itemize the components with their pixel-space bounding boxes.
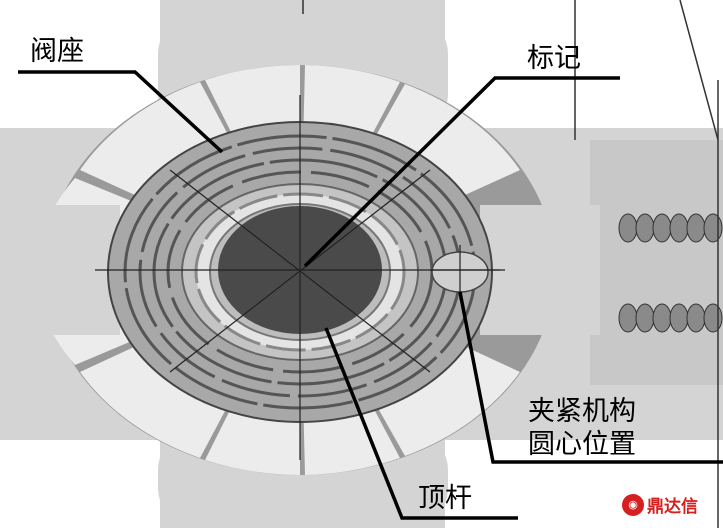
top-white-band [0,0,160,128]
center-lines [95,95,505,460]
brand-logo: ◉ 鼎达信 [622,492,698,517]
leader-valve-seat [18,70,224,154]
top-white-band-right [445,0,723,128]
leader-clamp [458,291,723,464]
brand-logo-text: 鼎达信 [647,497,698,517]
label-clamp-line1: 夹紧机构 [528,396,636,427]
leader-mark [303,76,620,268]
spring-lower [618,303,723,333]
label-clamp-line2: 圆心位置 [528,429,636,460]
edge-line [679,0,719,141]
right-bar [590,140,723,385]
leader-ejector [324,327,518,520]
leader-lines [18,70,723,520]
bottom-white-band [0,440,160,528]
label-ejector-rod: 顶杆 [418,483,472,514]
label-mark: 标记 [527,43,581,74]
brand-logo-icon: ◉ [622,493,644,516]
label-valve-seat: 阀座 [30,36,84,67]
